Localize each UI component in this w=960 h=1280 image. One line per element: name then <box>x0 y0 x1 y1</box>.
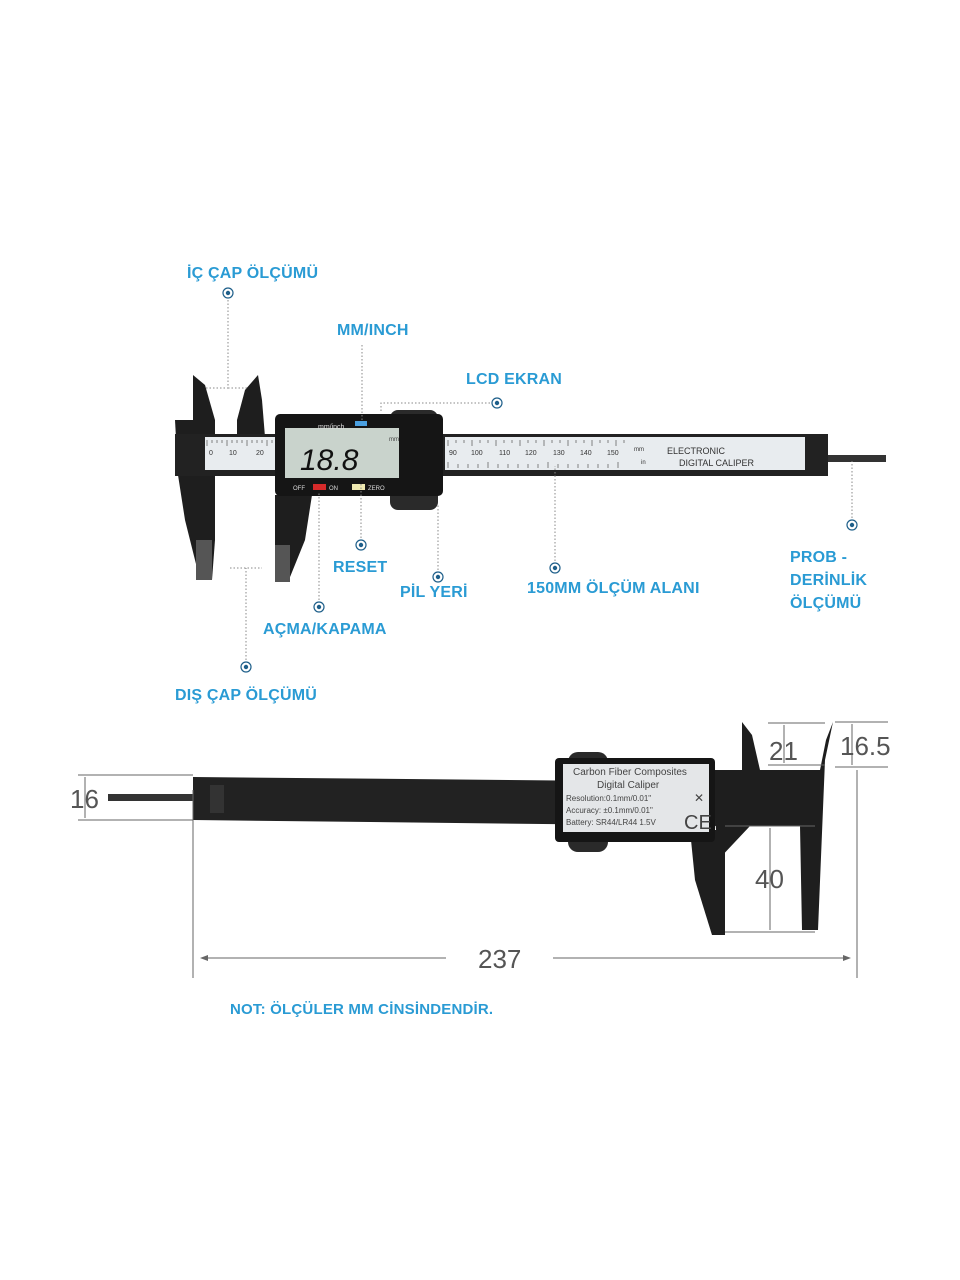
svg-text:100: 100 <box>471 450 483 457</box>
dim-outer-jaw: 40 <box>755 864 784 894</box>
svg-text:Carbon Fiber Composites: Carbon Fiber Composites <box>573 767 687 778</box>
power-button <box>313 484 326 490</box>
lcd-screen <box>285 428 399 478</box>
label-lcd: LCD EKRAN <box>466 371 563 388</box>
zero-button <box>352 484 365 490</box>
svg-text:mm: mm <box>634 447 644 453</box>
label-probe-3: ÖLÇÜMÜ <box>790 595 862 612</box>
svg-text:Digital Caliper: Digital Caliper <box>597 780 660 791</box>
svg-text:in: in <box>641 460 646 466</box>
svg-text:140: 140 <box>580 450 592 457</box>
caliper-back <box>108 722 833 935</box>
dim-length: 237 <box>478 944 521 974</box>
leader-lines <box>206 293 853 667</box>
svg-text:150: 150 <box>607 450 619 457</box>
label-probe-1: PROB - <box>790 549 848 566</box>
back-label: Carbon Fiber Composites Digital Caliper … <box>566 767 712 834</box>
label-range: 150MM ÖLÇÜM ALANI <box>527 580 700 597</box>
svg-text:Resolution:0.1mm/0.01": Resolution:0.1mm/0.01" <box>566 794 651 803</box>
ce-mark: CE <box>684 812 712 834</box>
svg-text:120: 120 <box>525 450 537 457</box>
svg-text:Accuracy: ±0.1mm/0.01": Accuracy: ±0.1mm/0.01" <box>566 806 653 815</box>
leader-dots <box>222 287 858 673</box>
lcd-reading: 18.8 <box>300 444 359 477</box>
dim-probe: 16 <box>70 784 99 814</box>
svg-text:20: 20 <box>256 450 264 457</box>
svg-text:130: 130 <box>553 450 565 457</box>
label-outer-measure: DIŞ ÇAP ÖLÇÜMÜ <box>175 687 318 704</box>
svg-text:90: 90 <box>449 450 457 457</box>
svg-text:DIGITAL CALIPER: DIGITAL CALIPER <box>679 458 755 468</box>
label-mm-inch: MM/INCH <box>337 322 409 339</box>
svg-text:Battery: SR44/LR44 1.5V: Battery: SR44/LR44 1.5V <box>566 818 656 827</box>
note: NOT: ÖLÇÜLER MM CİNSİNDENDİR. <box>230 1001 494 1018</box>
caliper-front <box>175 375 886 582</box>
label-reset: RESET <box>333 559 388 576</box>
label-probe-2: DERİNLİK <box>790 572 868 589</box>
label-power: AÇMA/KAPAMA <box>263 621 387 638</box>
label-inner-measure: İÇ ÇAP ÖLÇÜMÜ <box>187 265 319 282</box>
svg-text:110: 110 <box>499 450 510 457</box>
dim-jaw-width: 16.5 <box>840 731 891 761</box>
mm-inch-label: mm/inch <box>318 424 345 431</box>
weee-icon: ✕ <box>694 791 704 805</box>
scale-labels: 0 10 20 90 100 110 120 130 140 150 mm in… <box>209 446 755 468</box>
lcd-unit: mm <box>389 437 399 443</box>
svg-text:10: 10 <box>229 450 237 457</box>
mm-inch-button <box>355 421 367 426</box>
off-label: OFF <box>293 486 305 492</box>
dimension-lines <box>78 721 888 978</box>
zero-label: ZERO <box>368 486 385 492</box>
svg-text:ELECTRONIC: ELECTRONIC <box>667 446 726 456</box>
label-battery: PİL YERİ <box>400 584 468 601</box>
dim-inner-jaw: 21 <box>769 736 798 766</box>
svg-text:0: 0 <box>209 450 213 457</box>
on-label: ON <box>329 486 338 492</box>
